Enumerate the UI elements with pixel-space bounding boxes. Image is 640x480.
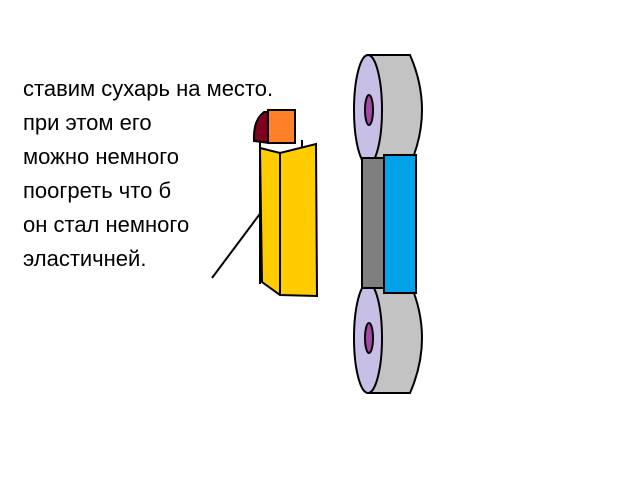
link-block	[361, 154, 417, 294]
caption-line-5: он стал немного	[23, 212, 190, 237]
bottom-roller	[353, 282, 423, 394]
caption-line-3: можно немного	[23, 144, 179, 169]
caption-text: ставим сухарь на место. при этом его мож…	[23, 72, 273, 276]
link-blue-face	[383, 154, 417, 294]
insert-body	[258, 142, 319, 298]
caption-line-1: ставим сухарь на место.	[23, 76, 274, 101]
bottom-roller-hub	[364, 322, 374, 354]
caption-line-4: поогреть что б	[23, 178, 172, 203]
link-dark-side	[361, 157, 385, 289]
caption-line-2: при этом его	[23, 110, 152, 135]
top-roller-hub	[364, 94, 374, 126]
pointer-line	[211, 206, 266, 279]
caption-line-6: эластичней.	[23, 246, 147, 271]
insert-cap-dark	[252, 111, 270, 145]
insert-cap-orange	[267, 109, 296, 144]
top-roller	[353, 54, 423, 166]
insert-piece	[252, 109, 319, 298]
